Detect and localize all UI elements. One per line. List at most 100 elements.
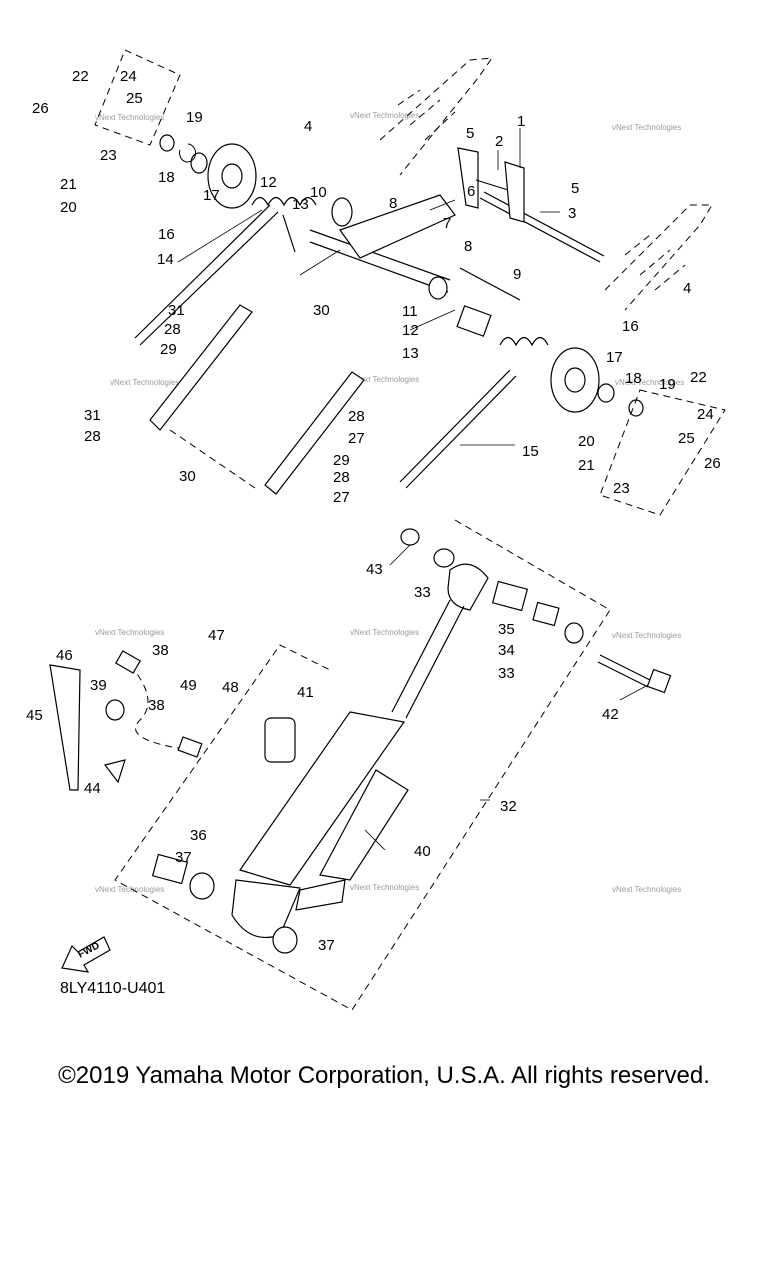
callout-29: 29 — [160, 341, 177, 358]
callout-25: 25 — [126, 90, 143, 107]
callout-13: 13 — [292, 196, 309, 213]
callout-3: 3 — [568, 205, 576, 222]
callout-34: 34 — [498, 642, 515, 659]
callout-18: 18 — [158, 169, 175, 186]
callout-18: 18 — [625, 370, 642, 387]
callout-6: 6 — [467, 183, 475, 200]
callout-36: 36 — [190, 827, 207, 844]
pivot-shaft — [309, 194, 521, 337]
callout-31: 31 — [84, 407, 101, 424]
callout-37: 37 — [175, 849, 192, 866]
leader-lines — [177, 128, 649, 851]
bolt-42 — [597, 654, 672, 694]
callout-28: 28 — [333, 469, 350, 486]
callout-32: 32 — [500, 798, 517, 815]
callout-13: 13 — [402, 345, 419, 362]
callout-26: 26 — [704, 455, 721, 472]
sensor-harness — [49, 650, 203, 791]
watermark: vNext Technologies — [612, 885, 681, 894]
callout-48: 48 — [222, 679, 239, 696]
callout-37: 37 — [318, 937, 335, 954]
callout-8: 8 — [464, 238, 472, 255]
callout-7: 7 — [443, 215, 451, 232]
callout-42: 42 — [602, 706, 619, 723]
callout-23: 23 — [613, 480, 630, 497]
watermark: vNext Technologies — [95, 628, 164, 637]
callout-19: 19 — [659, 376, 676, 393]
callout-21: 21 — [578, 457, 595, 474]
callout-17: 17 — [606, 349, 623, 366]
callout-31: 31 — [168, 302, 185, 319]
watermark: vNext Technologies — [95, 885, 164, 894]
callout-5: 5 — [571, 180, 579, 197]
watermarks: vNext Technologies vNext Technologies vN… — [95, 111, 684, 894]
callout-49: 49 — [180, 677, 197, 694]
diagram-code: 8LY4110-U401 — [60, 980, 165, 997]
callout-27: 27 — [333, 489, 350, 506]
callout-39: 39 — [90, 677, 107, 694]
callout-12: 12 — [260, 174, 277, 191]
watermark: vNext Technologies — [615, 378, 684, 387]
cross-shaft-assembly — [457, 147, 605, 263]
callout-4: 4 — [304, 118, 312, 135]
callout-17: 17 — [203, 187, 220, 204]
callout-40: 40 — [414, 843, 431, 860]
callout-1: 1 — [517, 113, 525, 130]
callout-24: 24 — [120, 68, 137, 85]
callout-12: 12 — [402, 322, 419, 339]
callout-30: 30 — [179, 468, 196, 485]
callout-11: 11 — [402, 303, 418, 320]
parts-diagram: vNext Technologies vNext Technologies vN… — [26, 49, 726, 1011]
bushings — [151, 528, 584, 954]
watermark: vNext Technologies — [350, 883, 419, 892]
callout-28: 28 — [84, 428, 101, 445]
callout-45: 45 — [26, 707, 43, 724]
callout-41: 41 — [297, 684, 314, 701]
callout-38: 38 — [148, 697, 165, 714]
callout-16: 16 — [158, 226, 175, 243]
callout-29: 29 — [333, 452, 350, 469]
callout-27: 27 — [348, 430, 365, 447]
callout-47: 47 — [208, 627, 225, 644]
callout-44: 44 — [84, 780, 101, 797]
callout-30: 30 — [313, 302, 330, 319]
left-torsion-spring — [134, 196, 317, 346]
left-wheel-assembly — [159, 134, 257, 209]
watermark: vNext Technologies — [350, 628, 419, 637]
callout-38: 38 — [152, 642, 169, 659]
callout-26: 26 — [32, 100, 49, 117]
callout-9: 9 — [513, 266, 521, 283]
rear-links — [149, 304, 365, 495]
callout-43: 43 — [366, 561, 383, 578]
callout-28: 28 — [164, 321, 181, 338]
callout-15: 15 — [522, 443, 539, 460]
callout-25: 25 — [678, 430, 695, 447]
callout-16: 16 — [622, 318, 639, 335]
watermark: vNext Technologies — [612, 123, 681, 132]
callout-2: 2 — [495, 133, 503, 150]
copyright-notice: ©2019 Yamaha Motor Corporation, U.S.A. A… — [58, 1062, 710, 1089]
callout-23: 23 — [100, 147, 117, 164]
callout-35: 35 — [498, 621, 515, 638]
callout-4: 4 — [683, 280, 691, 297]
callout-5: 5 — [466, 125, 474, 142]
callout-20: 20 — [578, 433, 595, 450]
callout-10: 10 — [310, 184, 327, 201]
shock-group-outline — [94, 49, 726, 1011]
callout-28: 28 — [348, 408, 365, 425]
callout-21: 21 — [60, 176, 77, 193]
callout-22: 22 — [72, 68, 89, 85]
fwd-arrow-icon: FWD — [61, 936, 111, 973]
callout-20: 20 — [60, 199, 77, 216]
callout-19: 19 — [186, 109, 203, 126]
watermark: vNext Technologies — [350, 111, 419, 120]
callout-46: 46 — [56, 647, 73, 664]
callout-33: 33 — [498, 665, 515, 682]
callout-8: 8 — [389, 195, 397, 212]
watermark: vNext Technologies — [612, 631, 681, 640]
watermark: vNext Technologies — [350, 375, 419, 384]
watermark: vNext Technologies — [110, 378, 179, 387]
callouts: 1 2 3 4 4 5 5 6 7 8 8 9 10 11 12 12 13 1… — [26, 68, 721, 954]
callout-24: 24 — [697, 406, 714, 423]
callout-22: 22 — [690, 369, 707, 386]
